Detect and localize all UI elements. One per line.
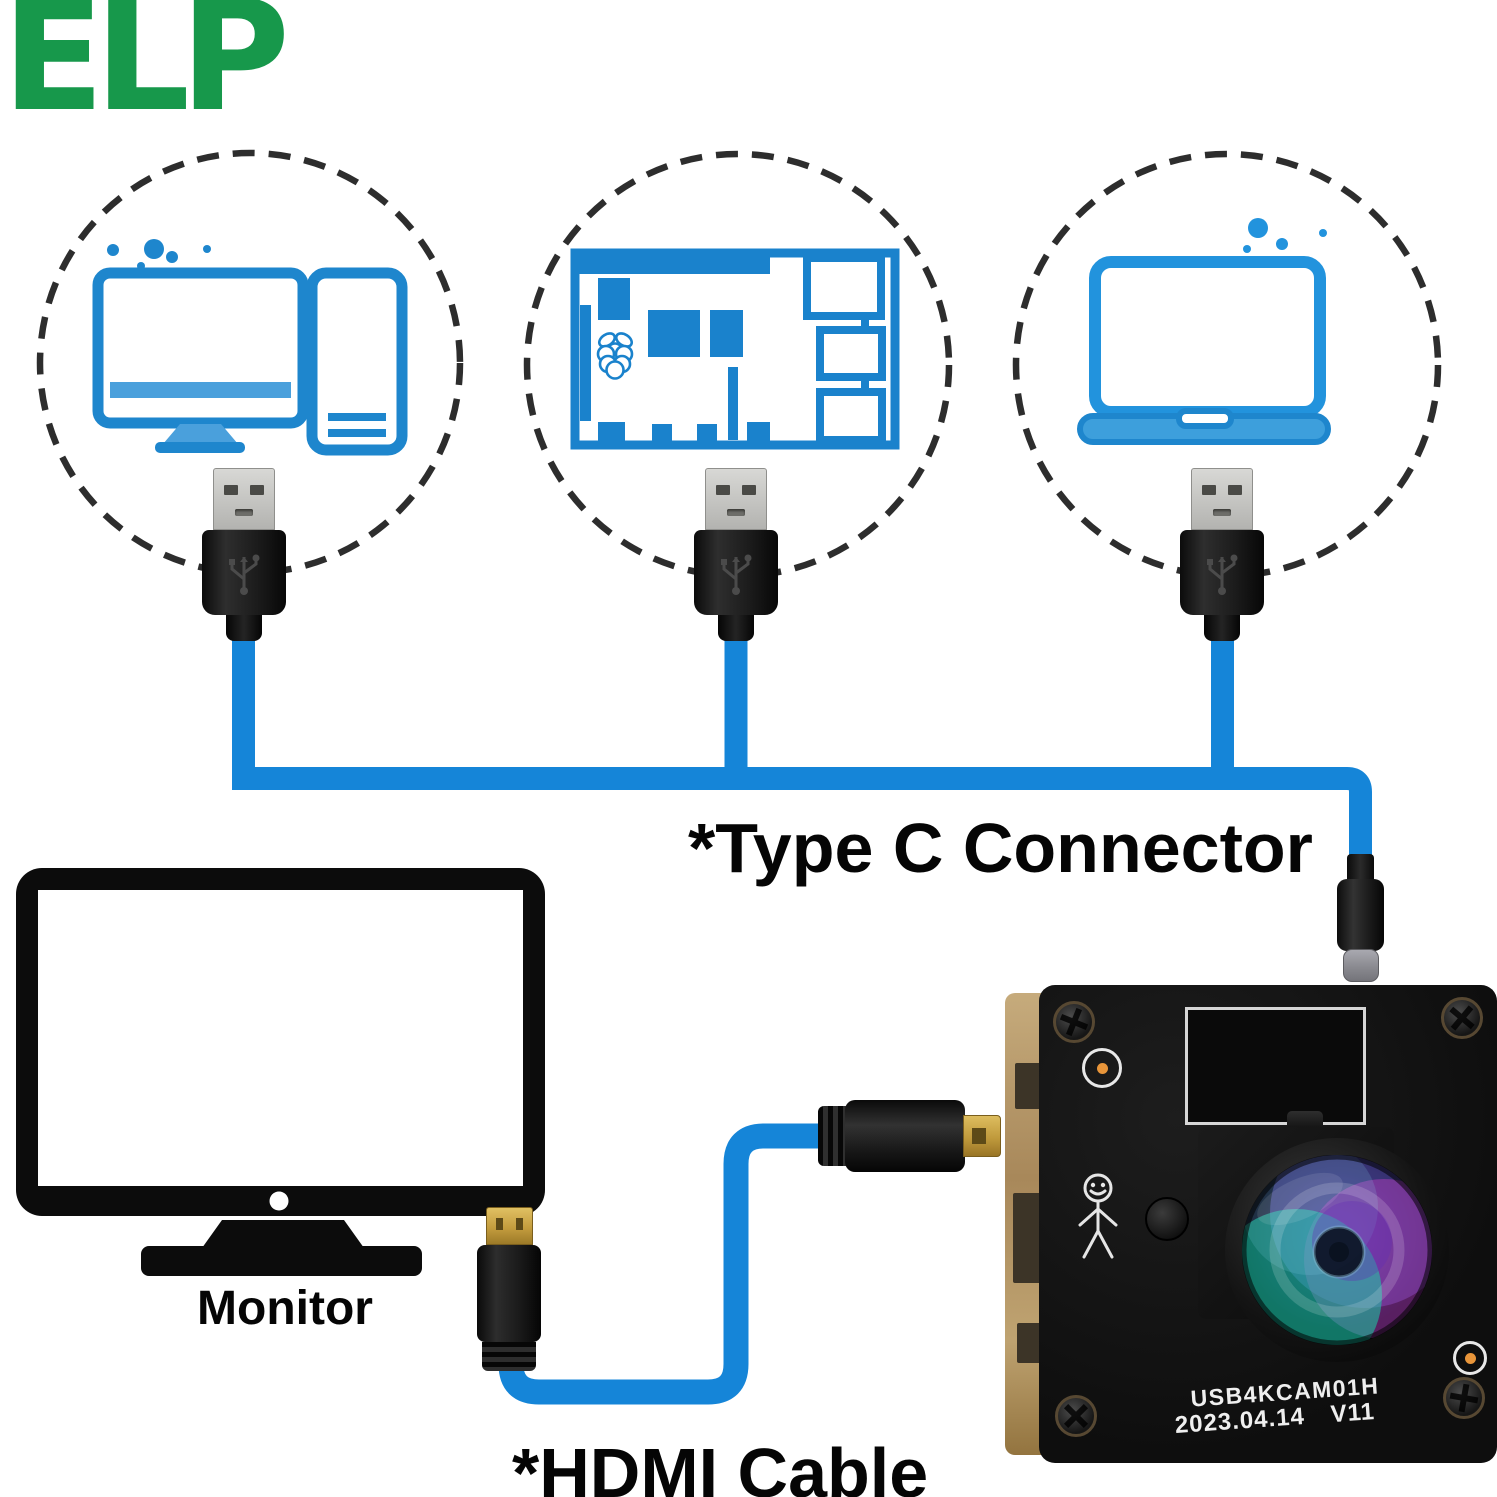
usb-metal-tip bbox=[705, 468, 767, 530]
usb-plug-body bbox=[694, 530, 778, 615]
monitor-power-led bbox=[269, 1191, 289, 1211]
usb-plug-laptop bbox=[1180, 468, 1264, 641]
hdmi-strain-relief bbox=[818, 1106, 848, 1166]
hdmi-cable-label: *HDMI Cable bbox=[512, 1434, 929, 1497]
usb-metal-tip bbox=[1191, 468, 1253, 530]
usb-plug-body bbox=[202, 530, 286, 615]
lens-focus-knob bbox=[1287, 1111, 1323, 1131]
raspberry-logo-icon bbox=[596, 332, 634, 380]
type-c-tip bbox=[1342, 949, 1379, 982]
screw-icon bbox=[1441, 997, 1483, 1039]
usb-trident-icon bbox=[721, 554, 752, 595]
usb-trident-icon bbox=[1207, 554, 1238, 595]
hdmi-gold-tip bbox=[963, 1115, 1001, 1157]
sensor-outline bbox=[1185, 1007, 1366, 1125]
desktop-computer-icon bbox=[92, 239, 408, 456]
usb-trident-icon bbox=[229, 554, 260, 595]
usb-plug-raspberry-pi bbox=[694, 468, 778, 641]
monitor-icon bbox=[16, 868, 545, 1276]
type-c-body bbox=[1337, 879, 1384, 951]
usb-plug-neck bbox=[718, 615, 754, 641]
hdmi-connector-body bbox=[845, 1100, 965, 1172]
type-c-connector-label: *Type C Connector bbox=[688, 809, 1313, 887]
type-c-connector-icon bbox=[1337, 854, 1384, 982]
usb-plug-desktop bbox=[202, 468, 286, 641]
raspberry-pi-icon bbox=[570, 248, 900, 450]
stick-figure-icon bbox=[1078, 1173, 1118, 1259]
camera-lens-icon bbox=[1241, 1154, 1433, 1346]
hdmi-strain-relief bbox=[482, 1342, 536, 1371]
usb-cable bbox=[232, 634, 1372, 858]
screw-icon bbox=[1443, 1377, 1485, 1419]
hdmi-connector-body bbox=[477, 1245, 541, 1342]
fiducial-mark bbox=[1082, 1048, 1122, 1088]
hdmi-gold-tip bbox=[485, 1207, 533, 1245]
camera-version: V11 bbox=[1329, 1398, 1376, 1429]
usb-plug-neck bbox=[226, 615, 262, 641]
usb-plug-body bbox=[1180, 530, 1264, 615]
laptop-icon bbox=[1077, 218, 1331, 445]
usb-metal-tip bbox=[213, 468, 275, 530]
hdmi-connector-camera-icon bbox=[818, 1100, 1001, 1172]
screw-icon bbox=[1053, 1001, 1095, 1043]
fiducial-mark bbox=[1453, 1341, 1487, 1375]
type-c-neck bbox=[1347, 854, 1374, 879]
elp-logo: ELP bbox=[2, 0, 290, 146]
usb-plug-neck bbox=[1204, 615, 1240, 641]
hdmi-cable bbox=[498, 1123, 824, 1405]
monitor-label: Monitor bbox=[197, 1282, 373, 1335]
hdmi-connector-monitor-icon bbox=[477, 1207, 541, 1371]
lens-lock-screw-icon bbox=[1145, 1197, 1189, 1241]
screw-icon bbox=[1055, 1395, 1097, 1437]
